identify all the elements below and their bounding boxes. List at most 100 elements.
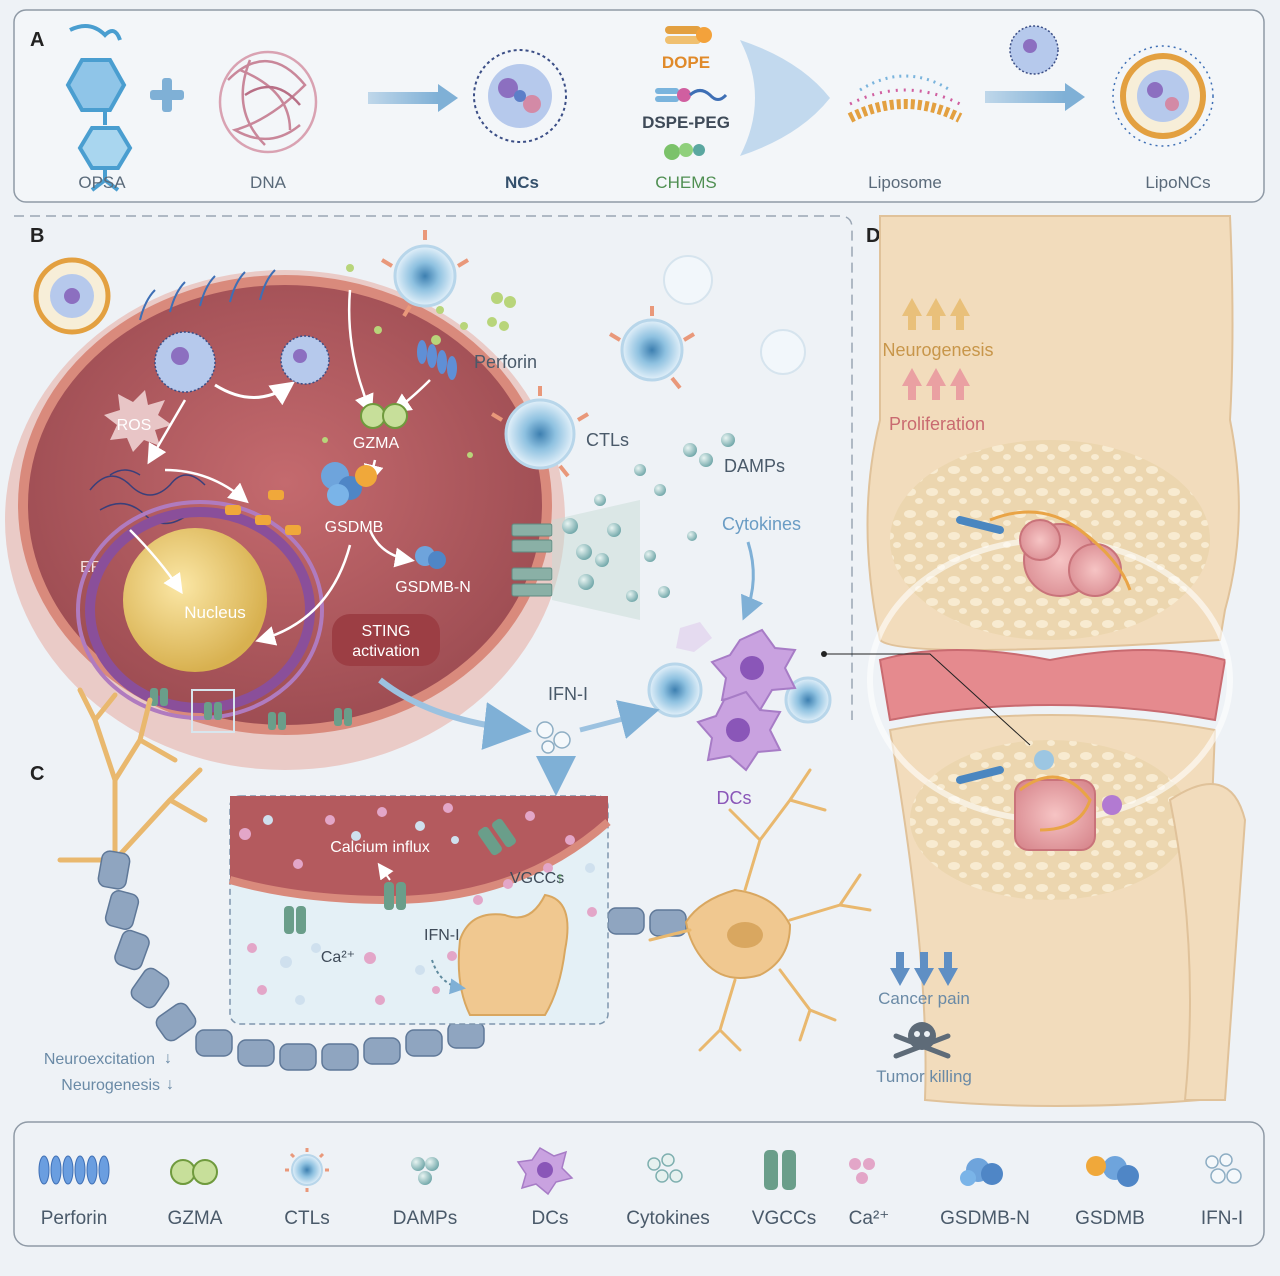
calcium-icon [849,1158,875,1184]
vgccs-up-arrow: ↑ [556,870,564,887]
ctl-cell-icons [393,244,832,724]
legend-label-cytokines: Cytokines [626,1208,709,1229]
legend-label-gsdmb: GSDMB [1075,1208,1145,1229]
ros-label: ROS [117,417,152,434]
dcs-label: DCs [717,788,752,808]
cytokines-icon [647,1153,683,1183]
ifn-particles [536,721,571,754]
ca-label: Ca²⁺ [321,949,355,966]
nucleus-icon [123,528,267,672]
ncs-label: NCs [505,173,539,192]
calcium-influx-label: Calcium influx [330,839,430,856]
ifn-to-dc-arrow [579,700,660,739]
legend-label-perforin: Perforin [41,1208,108,1229]
legend-label-dc: DCs [532,1208,569,1229]
nc-release-arrow [214,381,295,406]
legend-frame [13,1121,1265,1247]
neurogenesis-d-label: Neurogenesis [882,340,993,360]
sting-label-line1: STING [362,623,411,640]
dspe-peg-lipid-icon [655,88,728,102]
liponc-particle-icon [33,257,111,335]
cancer-pain-down-arrows [890,952,958,986]
sting-activation-badge [332,614,440,666]
peg-brush-surface [139,269,276,321]
dspe-peg-label: DSPE-PEG [642,113,730,132]
liponcs-label: LipoNCs [1145,173,1210,192]
panel-b: B ROS [5,215,853,808]
ros-burst-icon [104,390,172,452]
gsdmb-label: GSDMB [325,519,384,536]
legend-label-gzma: GZMA [168,1208,223,1229]
liposome-label: Liposome [868,173,942,192]
ctl-receptor-spikes [380,230,696,478]
legend-label-damps: DAMPs [393,1208,457,1229]
dna-icon [218,50,318,154]
legend-label-ctl: CTLs [284,1208,329,1229]
cancer-pain-label: Cancer pain [878,989,970,1008]
bone-tumor-lower [956,750,1122,851]
gzma-icon [170,1159,218,1185]
arrow-dna-to-ncs [368,84,458,112]
internalized-ncs-icon [154,331,330,393]
legend-label-vgcc: VGCCs [752,1208,816,1229]
signaling-arrows [129,289,431,646]
legend-label-calcium: Ca²⁺ [849,1208,890,1229]
neurogenesis-c-label: Neurogenesis [61,1077,160,1094]
gsdmb-n-icon [415,546,446,569]
dna-label: DNA [250,173,287,192]
ctls-label: CTLs [586,430,629,450]
er-folds [76,500,324,720]
ncs-nanocomplex-icon [473,49,567,143]
liposome-icon [847,74,963,123]
opsa-molecule-icon [65,24,133,192]
panel-a-frame [13,9,1265,203]
legend-label-gsdmb-n: GSDMB-N [940,1208,1030,1229]
dc-cell-icons [676,622,797,772]
arrow-to-liponcs [985,83,1085,111]
tumor-cell [5,270,565,770]
perforin-label: Perforin [474,352,537,372]
sensory-neuron-right [648,768,872,1052]
chems-label: CHEMS [655,173,716,192]
panel-c: C [30,687,872,1094]
liponcs-icon [1112,45,1214,147]
panel-d: D [821,215,1247,1107]
panel-b-frame [14,215,853,720]
panel-a: A OPSA DNA [13,9,1265,203]
calcium-ion-particles [239,803,597,1005]
gzma-icon [360,403,408,429]
ctl-icon [285,1148,329,1192]
cytokines-label: Cytokines [722,514,801,534]
influx-arrow [377,862,394,881]
opsa-label: OPSA [78,173,126,192]
pointer-line [824,653,1031,746]
zoom-box [191,689,235,733]
tumor-killing-label: Tumor killing [876,1067,972,1086]
chems-lipid-icon [664,143,705,160]
bone-tumor-upper [956,510,1132,597]
gsdmb-on-er-icons [225,490,301,535]
gzma-particles [322,264,516,458]
damps-particles [562,433,735,602]
vgcc-icon [764,1150,796,1190]
gzma-label: GZMA [353,435,400,452]
neurogenesis-up-arrows [902,298,970,330]
gsdmb-n-label: GSDMB-N [395,579,471,596]
panel-b-letter: B [30,225,44,247]
gsdmb-icon [321,462,377,506]
ifn-label: IFN-I [548,684,588,704]
ifn-release-arrow [378,677,532,750]
neuroexcitation-label: Neuroexcitation [44,1051,155,1068]
dope-lipid-icon [665,26,712,44]
ifn-icon [1205,1153,1242,1184]
panel-d-letter: D [866,225,880,247]
neurogenesis-down-arrow: ↓ [166,1076,174,1093]
damps-icon [411,1157,439,1185]
arrow-to-liposome [740,40,830,156]
panel-a-letter: A [30,29,44,51]
nucleus-label: Nucleus [184,603,245,622]
perforin-on-membrane-icon [417,340,457,380]
damps-label: DAMPs [724,456,785,476]
